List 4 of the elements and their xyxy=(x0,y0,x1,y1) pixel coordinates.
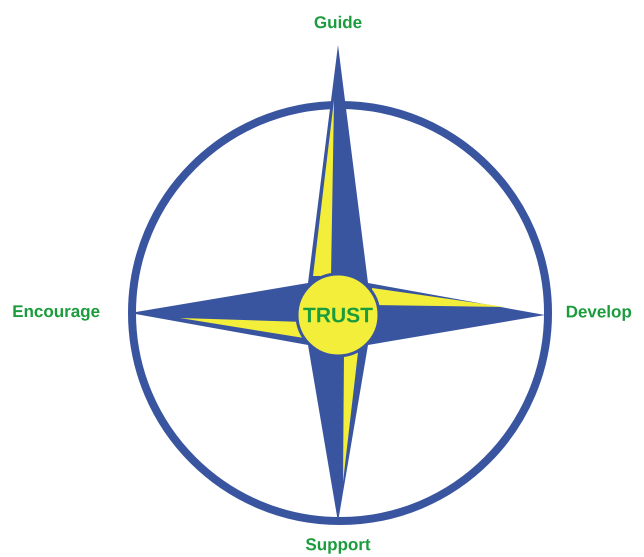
direction-label: Guide xyxy=(314,16,362,28)
direction-label: Develop xyxy=(566,305,632,321)
direction-label: Encourage xyxy=(13,305,100,321)
direction-label: Support xyxy=(306,538,370,554)
